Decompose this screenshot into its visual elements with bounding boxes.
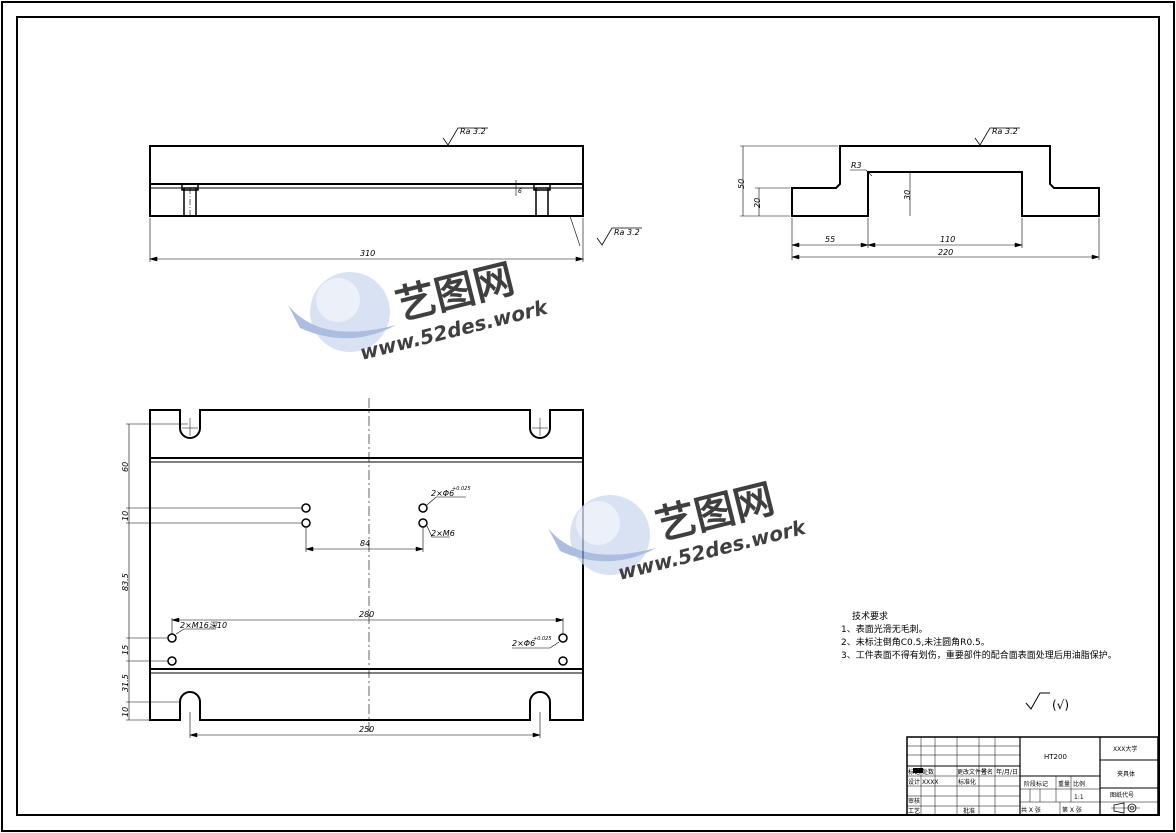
front-roughness-side: Ra 3.2 xyxy=(614,228,640,237)
tb-school: XXX大学 xyxy=(1113,745,1137,753)
hole-m16-label: 2×M16深10 xyxy=(180,621,227,630)
tb-part-name: 夹具体 xyxy=(1117,770,1135,778)
title-block xyxy=(906,736,1159,816)
hole-pin-lower-tol: +0.025 xyxy=(533,636,552,642)
tb-count-label: 处数 xyxy=(922,768,934,776)
side-view xyxy=(740,127,1100,260)
surface-roughness-note: (√) xyxy=(1052,698,1069,712)
side-dim-step: 20 xyxy=(753,198,762,208)
tb-drawing-no: 图纸代号 xyxy=(1110,791,1134,799)
title-block-mark xyxy=(913,768,923,773)
hole-pin-lower-label: 2×Φ6 xyxy=(512,639,535,648)
watermark-2: 艺图网 www.52des.work xyxy=(548,476,809,585)
tb-design-label: 设计 xyxy=(908,778,920,786)
inner-border xyxy=(16,16,1160,816)
tb-standard-label: 标准化 xyxy=(958,778,976,786)
tb-material: HT200 xyxy=(1044,753,1067,761)
hole-m6-label: 2×M6 xyxy=(431,529,455,538)
tb-mark-label: 标记 xyxy=(908,768,920,776)
watermark-1: 艺图网 www.52des.work xyxy=(288,256,551,365)
side-dim-left: 55 xyxy=(825,235,835,244)
tech-requirement-3: 3、工件表面不得有划伤，重要部件的配合面表面处理后用油脂保护。 xyxy=(841,649,1117,661)
top-dim-83-5: 83.5 xyxy=(121,573,130,591)
tb-process-label: 工艺 xyxy=(908,807,920,815)
top-dim-84: 84 xyxy=(360,539,370,548)
tb-sheet-no: 第 X 张 xyxy=(1062,806,1082,814)
watermark-globe-icon xyxy=(548,495,656,575)
watermark-globe-icon xyxy=(288,272,396,352)
tb-sheets-total: 共 X 张 xyxy=(1021,806,1041,814)
top-dim-10a: 10 xyxy=(121,511,130,521)
hole-pin-upper-tol: +0.025 xyxy=(452,486,471,492)
top-dim-15: 15 xyxy=(121,645,130,655)
side-dim-mid: 110 xyxy=(940,235,955,244)
tb-weight-label: 重量 xyxy=(1058,780,1070,788)
top-dim-280: 280 xyxy=(359,610,374,619)
tb-designer: XXXX xyxy=(922,779,938,786)
side-dim-radius: R3 xyxy=(851,161,862,170)
tb-approve-label: 批准 xyxy=(963,807,975,815)
hole-pin-upper-label: 2×Φ6 xyxy=(431,489,454,498)
side-dim-total: 220 xyxy=(938,248,953,257)
top-view xyxy=(126,398,584,738)
tb-scale-label: 比例 xyxy=(1073,780,1085,788)
top-dim-10b: 10 xyxy=(121,707,130,717)
top-dim-31-5: 31.5 xyxy=(121,674,130,692)
tb-scale: 1:1 xyxy=(1074,794,1084,801)
tb-stage-label: 阶段标记 xyxy=(1024,780,1048,788)
tb-sign-label: 签名 xyxy=(981,768,993,776)
tb-date-label: 年/月/日 xyxy=(996,768,1018,776)
tech-requirements-title: 技术要求 xyxy=(852,610,888,622)
front-dim-length: 310 xyxy=(360,249,375,258)
front-view xyxy=(148,127,642,262)
tb-zone-label: 更改文件号 xyxy=(957,768,987,776)
side-roughness: Ra 3.2 xyxy=(992,127,1018,136)
top-dim-60: 60 xyxy=(121,462,130,472)
tb-review-label: 审核 xyxy=(908,797,920,805)
top-dim-250: 250 xyxy=(359,725,374,734)
tech-requirement-2: 2、未标注倒角C0.5,未注圆角R0.5。 xyxy=(841,636,990,648)
side-dim-inner: 30 xyxy=(903,190,912,200)
front-roughness-top: Ra 3.2 xyxy=(460,127,486,136)
front-dim-groove: 6 xyxy=(518,188,522,195)
tech-requirement-1: 1、表面光滑无毛刺。 xyxy=(841,623,928,635)
side-dim-height: 50 xyxy=(737,179,746,189)
surface-roughness-symbol xyxy=(1025,692,1050,710)
